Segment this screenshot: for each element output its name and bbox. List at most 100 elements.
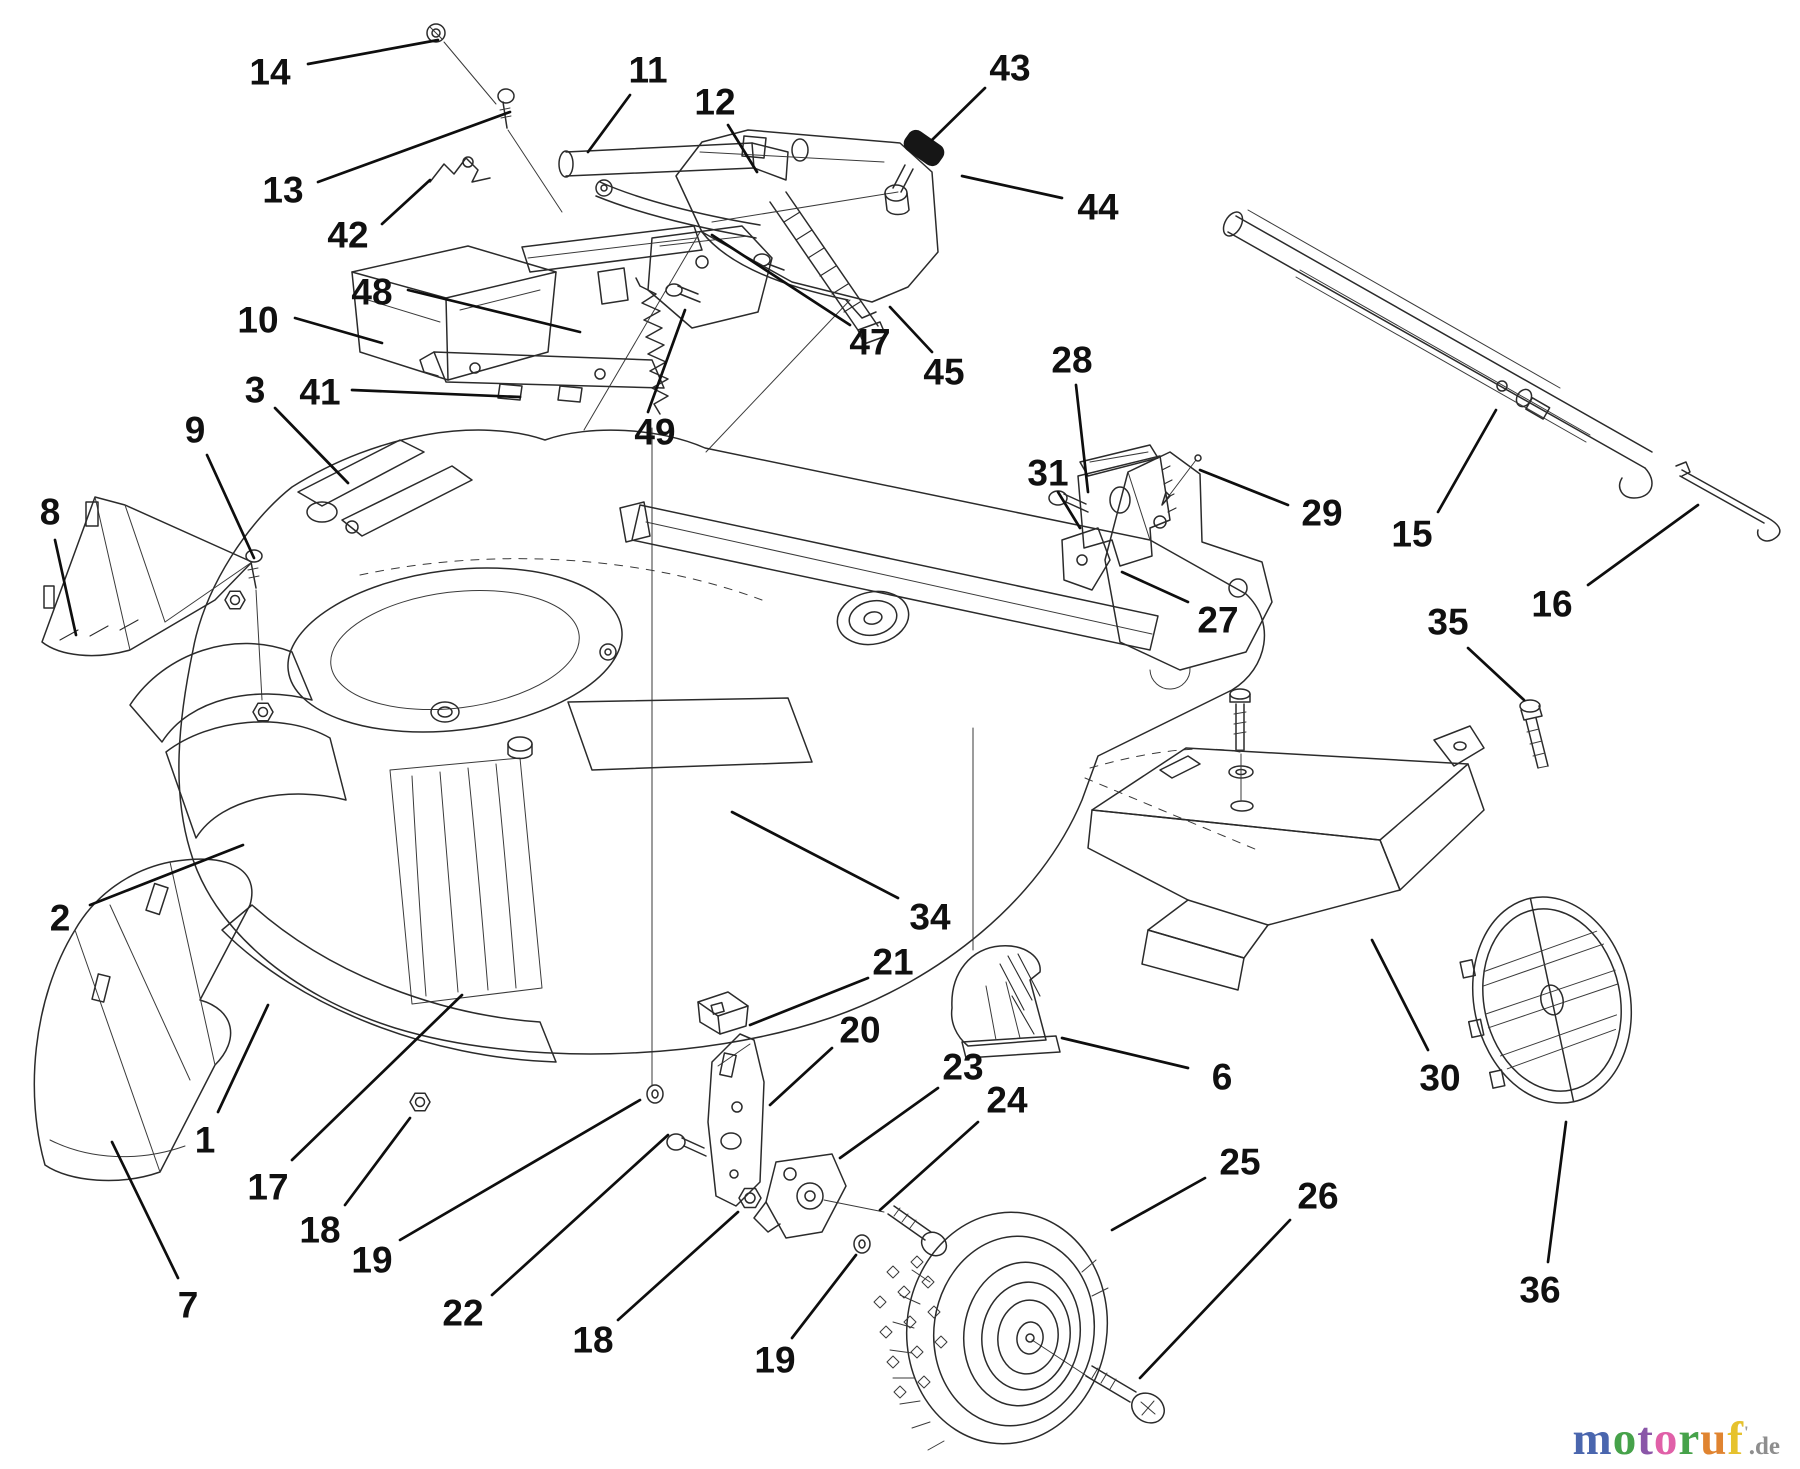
- callout-leader-8: [53, 538, 78, 637]
- callout-number-30: 30: [1419, 1058, 1460, 1099]
- callout-23: 23: [838, 1047, 984, 1160]
- callout-leader-30: [1370, 938, 1430, 1052]
- callout-8: 8: [40, 492, 78, 637]
- callout-number-10: 10: [237, 300, 278, 341]
- watermark-word: motoruf: [1573, 1413, 1744, 1465]
- callout-13: 13: [262, 110, 512, 211]
- watermark-letter-1: o: [1612, 1413, 1638, 1465]
- callout-number-2: 2: [50, 898, 71, 939]
- callout-number-7: 7: [178, 1285, 199, 1326]
- callout-number-18b: 18: [572, 1320, 613, 1361]
- callout-number-19: 19: [351, 1240, 392, 1281]
- watermark-logo[interactable]: motoruf'.de: [1573, 1416, 1780, 1463]
- callout-number-20: 20: [839, 1010, 880, 1051]
- callout-number-14: 14: [249, 52, 291, 93]
- watermark-letter-5: u: [1700, 1413, 1728, 1465]
- callout-number-41: 41: [299, 372, 340, 413]
- callout-27: 27: [1120, 570, 1239, 641]
- callout-24: 24: [878, 1080, 1028, 1212]
- callout-leader-6: [1060, 1036, 1190, 1070]
- callout-17: 17: [247, 993, 464, 1208]
- callout-leader-14: [306, 38, 440, 66]
- callout-12: 12: [694, 82, 759, 174]
- callout-number-29: 29: [1301, 493, 1342, 534]
- callout-leader-18: [343, 1116, 412, 1207]
- callout-leader-25: [1110, 1176, 1207, 1232]
- callout-leader-35: [1466, 646, 1526, 702]
- callout-25: 25: [1110, 1142, 1261, 1232]
- callout-leader-23: [838, 1086, 940, 1160]
- callout-31: 31: [1027, 453, 1082, 530]
- handle-mount-assembly-drawing: [351, 23, 887, 415]
- callout-19: 19: [351, 1098, 642, 1281]
- callout-number-49: 49: [634, 412, 675, 453]
- callout-41: 41: [299, 372, 522, 413]
- callout-11: 11: [586, 50, 668, 154]
- callout-leader-28: [1074, 383, 1090, 494]
- deck-housing-drawing: [129, 429, 1273, 1063]
- callout-leader-42: [380, 178, 432, 226]
- callout-number-25: 25: [1219, 1142, 1260, 1183]
- watermark-trademark: ': [1744, 1422, 1749, 1442]
- callout-number-21: 21: [872, 942, 913, 983]
- callout-number-48: 48: [351, 272, 392, 313]
- watermark-letter-0: m: [1572, 1413, 1613, 1465]
- callout-45: 45: [888, 305, 965, 393]
- callout-leader-21: [748, 976, 870, 1027]
- callout-number-9: 9: [185, 410, 206, 451]
- callout-leader-43: [930, 86, 987, 142]
- watermark-tld: .de: [1748, 1433, 1780, 1460]
- callout-number-35: 35: [1427, 602, 1468, 643]
- callout-number-18: 18: [299, 1210, 340, 1251]
- callout-47: 47: [710, 233, 891, 363]
- callout-number-44: 44: [1077, 187, 1119, 228]
- callout-leader-27: [1120, 570, 1190, 604]
- callout-42: 42: [327, 178, 432, 256]
- callout-34: 34: [730, 810, 951, 938]
- callout-leader-29: [1198, 468, 1290, 507]
- callout-number-27: 27: [1197, 600, 1238, 641]
- callout-number-6: 6: [1212, 1057, 1233, 1098]
- side-chute-drawing: [41, 496, 253, 657]
- callout-number-12: 12: [694, 82, 735, 123]
- watermark-letter-3: o: [1653, 1413, 1679, 1465]
- callout-leader-36: [1546, 1120, 1568, 1264]
- callout-18b: 18: [572, 1210, 740, 1361]
- callout-28: 28: [1051, 340, 1093, 494]
- callout-2: 2: [50, 843, 245, 939]
- callout-leader-44: [960, 174, 1064, 200]
- control-rod-drawing: [1675, 461, 1781, 542]
- watermark-letter-2: t: [1637, 1413, 1654, 1465]
- callout-leader-41: [350, 388, 522, 399]
- callout-number-47: 47: [849, 322, 890, 363]
- callout-number-23: 23: [942, 1047, 983, 1088]
- callout-leader-19b: [790, 1253, 858, 1340]
- callout-leader-12: [726, 123, 759, 174]
- bag-chute-drawing: [675, 129, 945, 319]
- callout-leader-2: [88, 843, 245, 907]
- wheel-drawing: [873, 1211, 1165, 1451]
- callout-leader-17: [290, 993, 464, 1162]
- callout-number-13: 13: [262, 170, 303, 211]
- callout-1: 1: [195, 1003, 270, 1161]
- callout-19b: 19: [754, 1253, 858, 1381]
- callout-number-42: 42: [327, 215, 368, 256]
- callout-number-31: 31: [1027, 453, 1068, 494]
- callout-18: 18: [299, 1116, 412, 1251]
- callout-number-24: 24: [986, 1080, 1028, 1121]
- callout-leader-13: [316, 110, 512, 184]
- watermark-letter-6: f: [1727, 1413, 1745, 1465]
- callout-number-3: 3: [245, 370, 266, 411]
- callout-number-34: 34: [909, 897, 951, 938]
- callout-leader-15: [1436, 408, 1498, 514]
- callout-leader-3: [273, 406, 350, 485]
- callout-leader-49: [646, 308, 687, 414]
- callout-15: 15: [1391, 408, 1498, 555]
- callout-number-36: 36: [1519, 1270, 1560, 1311]
- callout-14: 14: [249, 38, 440, 93]
- callout-leader-45: [888, 305, 934, 354]
- callout-number-19b: 19: [754, 1340, 795, 1381]
- callout-leader-47: [710, 233, 852, 327]
